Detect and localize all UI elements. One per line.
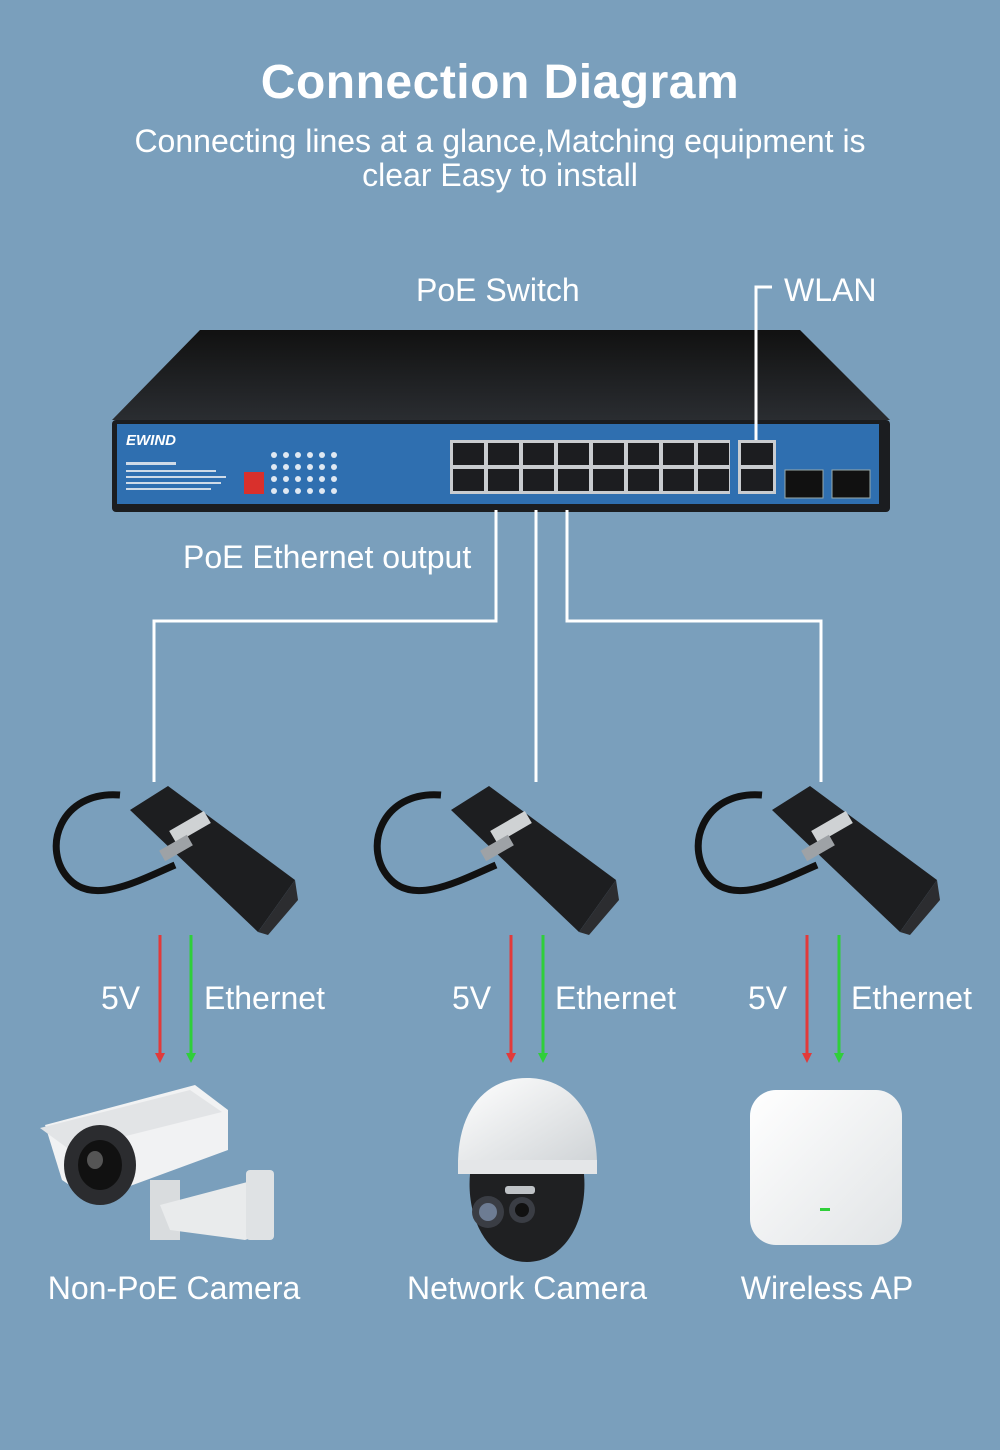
- wlan-label: WLAN: [784, 272, 877, 308]
- poe-output-label: PoE Ethernet output: [183, 539, 472, 575]
- ethernet-label-1: Ethernet: [204, 980, 325, 1016]
- splitter-1: [52, 786, 298, 935]
- power-label-3: 5V: [748, 980, 788, 1016]
- switch-top: [112, 330, 890, 420]
- panel-text-lines: [126, 462, 226, 490]
- line-to-splitter-1: [152, 510, 498, 782]
- connection-lines: [152, 285, 823, 782]
- sfp-ports: [784, 469, 871, 499]
- device-label-non-poe-camera: Non-PoE Camera: [47, 1270, 301, 1306]
- dome-camera-icon: [458, 1078, 597, 1262]
- dip-switch: [244, 472, 264, 494]
- uplink-ports: [738, 440, 776, 494]
- bullet-camera-icon: [40, 1085, 274, 1240]
- page-title: Connection Diagram: [260, 56, 740, 109]
- line-to-splitter-3: [565, 510, 823, 782]
- poe-switch-label: PoE Switch: [416, 272, 580, 308]
- device-label-wireless-ap: Wireless AP: [740, 1270, 914, 1306]
- power-label-2: 5V: [452, 980, 492, 1016]
- ethernet-label-3: Ethernet: [851, 980, 972, 1016]
- poe-switch: EWIND: [112, 330, 890, 512]
- signal-arrows: [155, 935, 844, 1063]
- power-label-1: 5V: [101, 980, 141, 1016]
- device-label-network-camera: Network Camera: [406, 1270, 648, 1306]
- splitter-3: [694, 786, 940, 935]
- poe-ports: [450, 440, 730, 494]
- switch-brand: EWIND: [126, 432, 176, 449]
- wireless-ap-icon: [750, 1090, 902, 1245]
- page-subtitle: Connecting lines at a glance,Matching eq…: [134, 123, 866, 193]
- ethernet-label-2: Ethernet: [555, 980, 676, 1016]
- wlan-line: [754, 285, 772, 440]
- led-grid: [271, 452, 337, 494]
- splitter-2: [373, 786, 619, 935]
